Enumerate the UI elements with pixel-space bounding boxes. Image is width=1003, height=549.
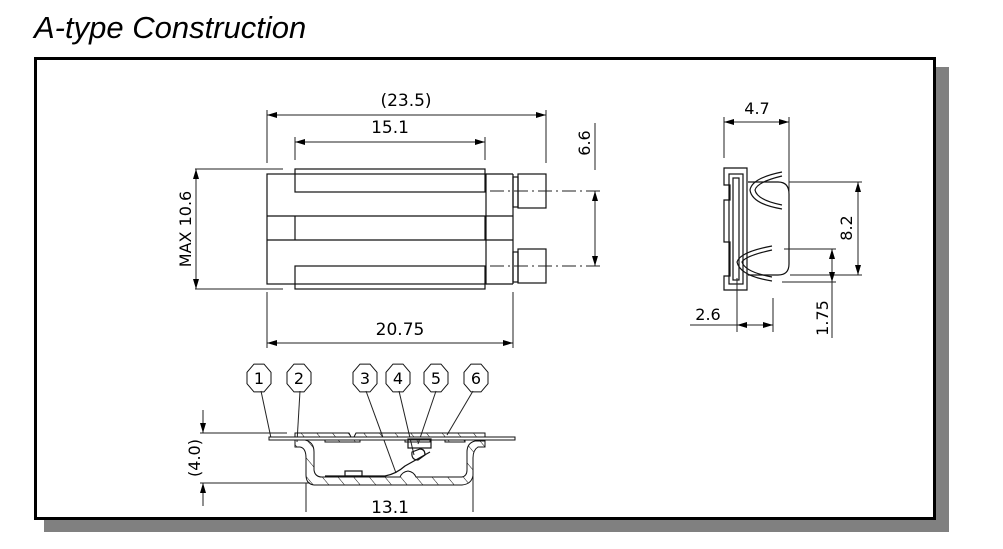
contact-spring bbox=[325, 451, 431, 477]
top-view: (23.5) 15.1 MAX 10.6 6.6 bbox=[176, 91, 600, 348]
dim-spring-span: 8.2 bbox=[837, 215, 856, 240]
dim-bottom-offset: 1.75 bbox=[813, 300, 832, 336]
leader-line bbox=[260, 390, 272, 439]
callout-label: 4 bbox=[393, 369, 403, 388]
housing-outline bbox=[723, 167, 748, 291]
dim-depth: 4.7 bbox=[744, 99, 769, 118]
pin-neck bbox=[512, 176, 519, 208]
callout-badge bbox=[246, 363, 272, 393]
tray-body bbox=[294, 439, 486, 486]
battery-holder-body bbox=[266, 173, 487, 285]
callout-badge bbox=[286, 363, 312, 393]
leader-line bbox=[398, 390, 415, 456]
callout-label: 3 bbox=[360, 369, 370, 388]
callout-label: 2 bbox=[294, 369, 304, 388]
leader-line bbox=[365, 390, 397, 474]
dim-max-width: MAX 10.6 bbox=[176, 191, 195, 267]
dim-spring-offset: 2.6 bbox=[695, 305, 720, 324]
housing-slot bbox=[732, 177, 740, 281]
contact-dimple bbox=[411, 448, 426, 461]
callout-label: 6 bbox=[471, 369, 481, 388]
spring-top bbox=[749, 171, 783, 210]
contact-block bbox=[407, 438, 432, 449]
callout-label: 5 bbox=[431, 369, 441, 388]
contact-pad bbox=[344, 470, 363, 477]
callout-badge bbox=[423, 363, 449, 393]
dim-inner-width: 13.1 bbox=[371, 498, 409, 518]
spring-top-inner bbox=[754, 175, 783, 206]
dim-body-length: 20.75 bbox=[376, 320, 425, 340]
dim-contact-length: 15.1 bbox=[371, 118, 409, 138]
dim-overall-length: (23.5) bbox=[380, 91, 431, 111]
battery-outline bbox=[748, 181, 790, 276]
spring-bottom bbox=[736, 245, 773, 282]
page-title: A-type Construction bbox=[34, 10, 307, 45]
section-view: 1 2 3 4 5 6 (4.0) 13.1 bbox=[185, 363, 516, 518]
terminal-strip bbox=[268, 436, 516, 441]
contact-bar-top bbox=[294, 168, 486, 193]
side-view: 4.7 8.2 1.75 2.6 bbox=[690, 99, 862, 338]
contact-bar-bottom bbox=[294, 265, 486, 290]
spring-bottom-inner bbox=[741, 249, 773, 278]
dim-height: (4.0) bbox=[185, 439, 204, 477]
callout-label: 1 bbox=[254, 369, 264, 388]
callout-badge bbox=[463, 363, 489, 393]
leader-line bbox=[446, 390, 474, 436]
pin-neck bbox=[512, 251, 519, 283]
housing-inner bbox=[728, 173, 744, 285]
dim-pin-pitch: 6.6 bbox=[575, 130, 594, 155]
